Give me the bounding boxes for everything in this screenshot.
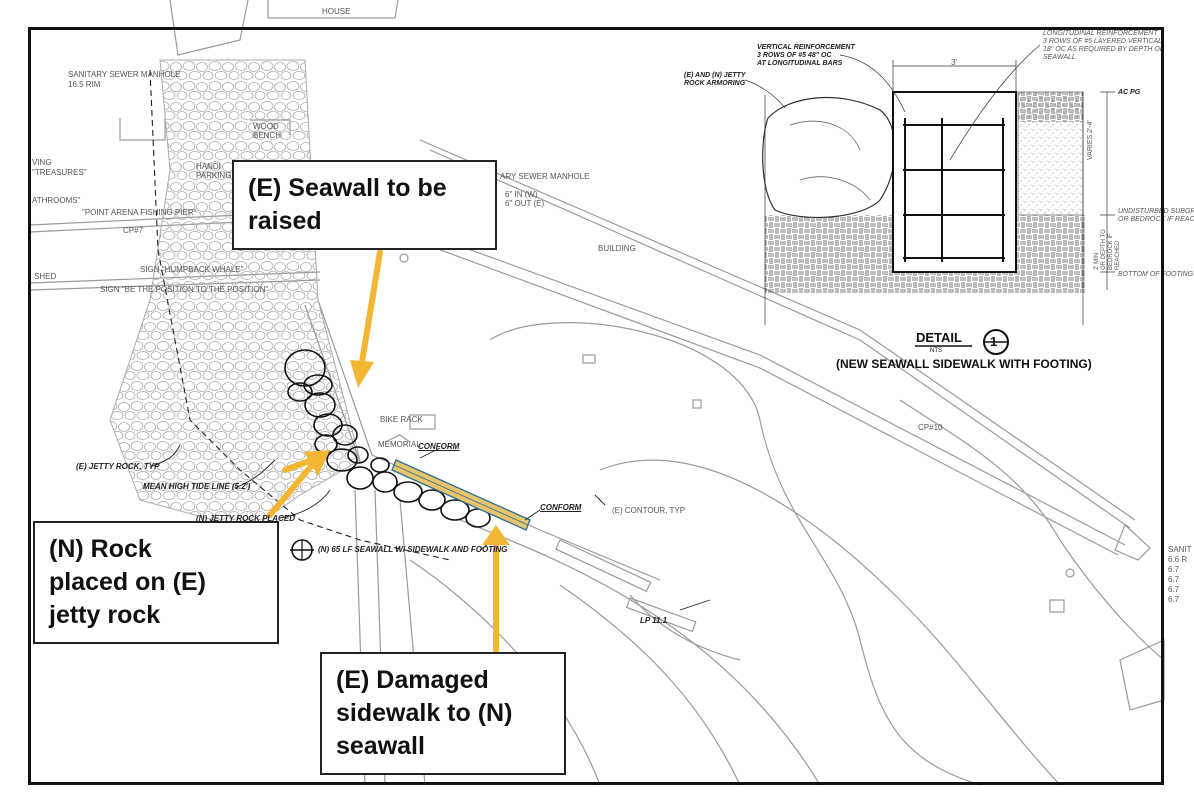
detail-vertical-reinforcement: VERTICAL REINFORCEMENT 3 ROWS OF #5 48" … — [757, 44, 855, 67]
label-contour: (E) CONTOUR, TYP — [612, 506, 686, 515]
label-conform-1: CONFORM — [418, 442, 460, 451]
label-building: BUILDING — [598, 244, 636, 253]
detail-bottom-footing: BOTTOM OF FOOTING — [1118, 271, 1194, 278]
arrow-heads — [304, 360, 510, 545]
callout-sidewalk-line-2: sidewalk to (N) — [336, 699, 513, 727]
label-elev-4: 6.7 — [1168, 585, 1180, 594]
detail-nts: NTS — [930, 348, 942, 354]
label-bike-rack: BIKE RACK — [380, 415, 423, 424]
detail-undisturbed: UNDISTURBED SUBGRADE OR BEDROCK IF REACH… — [1118, 208, 1194, 223]
label-mean-high-tide: MEAN HIGH TIDE LINE (5.2') — [143, 482, 251, 491]
callout-rock-placed: (N) Rock placed on (E) jetty rock — [33, 521, 279, 644]
label-outlet: 6" OUT (E) — [505, 199, 545, 208]
detail-subtitle: (NEW SEAWALL SIDEWALK WITH FOOTING) — [836, 357, 1092, 371]
arrow-seawall-raised — [359, 249, 383, 365]
plan-leader-lines — [149, 444, 711, 611]
detail-ac-pg: AC PG — [1118, 89, 1141, 96]
label-lp: LP 11.1 — [640, 616, 668, 625]
callout-arrows — [267, 249, 499, 653]
detail-min-depth: 2' MIN OR DEPTH TO BEDROCK IF REACHED — [1094, 229, 1121, 270]
label-conform-2: CONFORM — [540, 503, 582, 512]
callout-rock-line-3: jetty rock — [49, 601, 161, 629]
label-jetty-rock: (E) JETTY ROCK, TYP — [76, 462, 160, 471]
callout-seawall-raised: (E) Seawall to be raised — [232, 160, 497, 250]
detail-width: 3' — [951, 58, 957, 67]
label-living: VING — [32, 158, 52, 167]
label-inlet: 6" IN (W) — [505, 190, 538, 199]
mean-high-tide-line — [149, 69, 451, 561]
label-seawall-note: (N) 65 LF SEAWALL W/ SIDEWALK AND FOOTIN… — [318, 545, 508, 554]
new-seawall — [391, 459, 531, 531]
label-humpback-sign: SIGN "HUMPBACK WHALE" — [140, 265, 244, 274]
label-elev-3: 6.7 — [1168, 575, 1180, 584]
label-bathrooms: ATHROOMS" — [32, 196, 81, 205]
callout-rock-line-2: placed on (E) — [49, 568, 206, 596]
detail-longitudinal-reinforcement: LONGITUDINAL REINFORCEMENT 3 ROWS OF #5 … — [1043, 30, 1165, 61]
detail-drawing — [744, 44, 1115, 355]
section-cut-symbol — [290, 539, 314, 561]
detail-jetty-rock-armoring: (E) AND (N) JETTY ROCK ARMORING — [684, 72, 746, 87]
label-wood-bench: WOOD BENCH — [253, 122, 282, 140]
label-rock-placed-plan: (N) JETTY ROCK PLACED — [196, 514, 295, 523]
label-house: HOUSE — [322, 7, 351, 16]
detail-title: DETAIL — [916, 330, 962, 345]
callout-seawall-raised-text: (E) Seawall to be raised — [248, 174, 447, 235]
label-sanitary-manhole: SANITARY SEWER MANHOLE — [68, 70, 181, 79]
label-elev-2: 6.7 — [1168, 565, 1180, 574]
detail-number: 1 — [990, 334, 998, 349]
label-shed: SHED — [34, 272, 57, 281]
detail-varies: VARIES 2'-4' — [1087, 120, 1094, 160]
label-sanit: SANIT — [1168, 545, 1192, 554]
label-treasures: "TREASURES" — [32, 168, 87, 177]
label-position-sign: SIGN "BE THE POSITION TO THE POSITION" — [100, 285, 269, 294]
label-manhole-rim: 16.5 RIM — [68, 80, 101, 89]
label-elev-1: 6.6 R — [1168, 555, 1188, 564]
label-cp7: CP#7 — [123, 226, 144, 235]
label-memorial: MEMORIAL — [378, 440, 421, 449]
label-sanitary-manhole-2: ARY SEWER MANHOLE — [500, 172, 590, 181]
label-elev-5: 6.7 — [1168, 595, 1180, 604]
arrow-rock-placed-2 — [282, 457, 315, 473]
label-handicap-parking: HANDI PARKING — [196, 162, 232, 180]
callout-sidewalk-line-3: seawall — [336, 732, 425, 760]
callout-damaged-sidewalk: (E) Damaged sidewalk to (N) seawall — [320, 652, 566, 775]
arrow-rock-placed — [267, 455, 321, 518]
label-cp10: CP#10 — [918, 423, 943, 432]
callout-sidewalk-line-1: (E) Damaged — [336, 666, 489, 694]
label-fishing-pier: "POINT ARENA FISHING PIER" — [82, 208, 197, 217]
callout-rock-line-1: (N) Rock — [49, 535, 152, 563]
